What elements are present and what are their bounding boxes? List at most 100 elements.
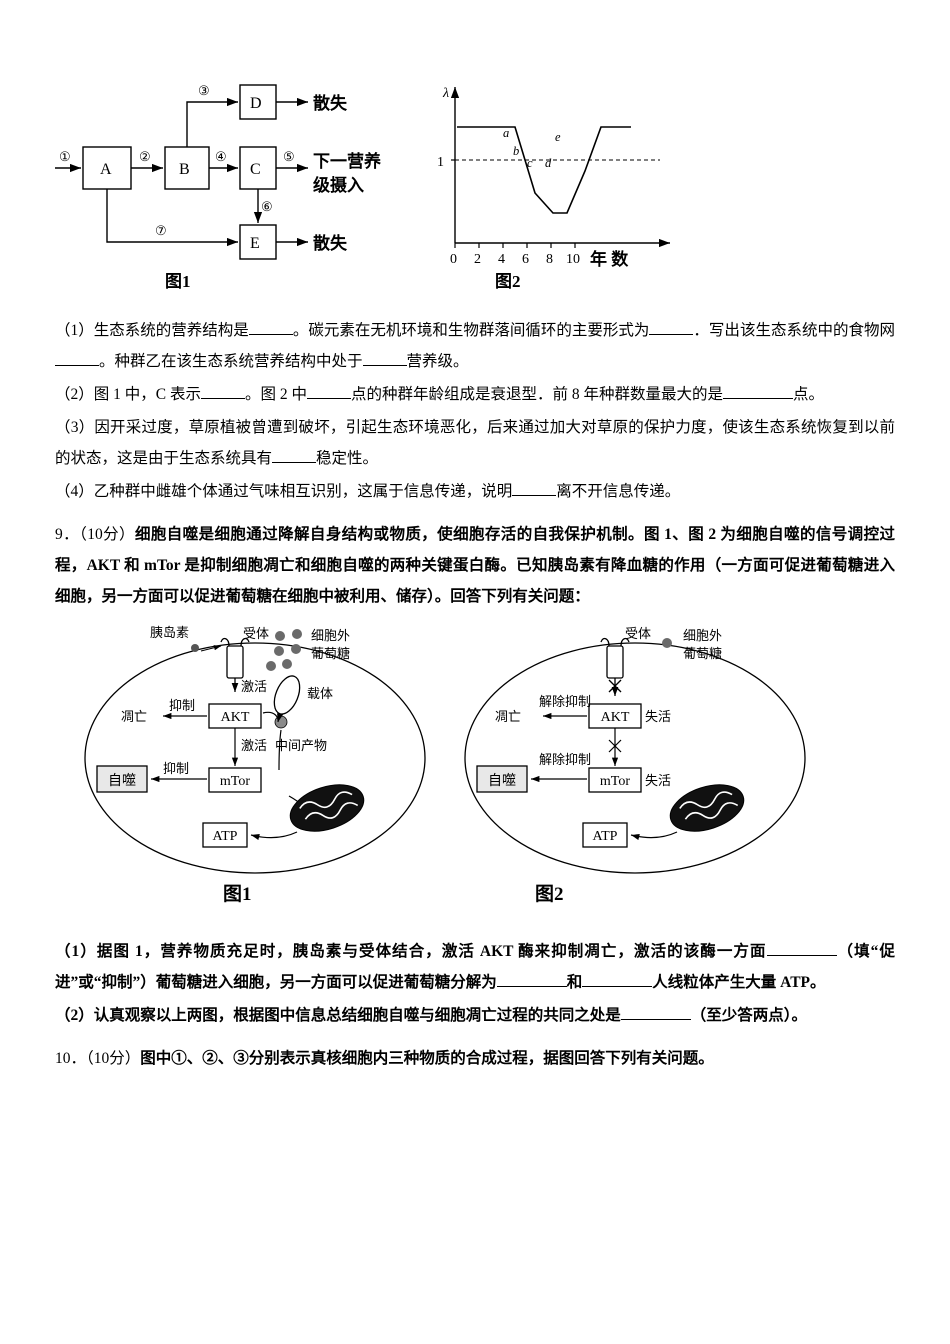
answer-blank[interactable]	[248, 319, 293, 335]
release-inhibit-label-2: 解除抑制	[539, 752, 591, 767]
q8-1-text-c: ．写出该生态系统中的食物网	[693, 322, 895, 339]
akt-label-2: AKT	[601, 710, 630, 725]
graph-x-tick-2: 2	[474, 252, 481, 267]
q8-2-text-d: 点。	[793, 386, 825, 403]
insulin-label: 胰岛素	[150, 625, 189, 640]
question-9-1: （1）据图 1，营养物质充足时，胰岛素与受体结合，激活 AKT 酶来抑制凋亡，激…	[55, 936, 895, 998]
answer-blank[interactable]	[723, 383, 793, 399]
flow-node-b: B	[179, 161, 190, 178]
q9-1-text-a: （1）据图 1，营养物质充足时，胰岛素与受体结合，激活 AKT 酶来抑制凋亡，激…	[55, 943, 767, 960]
answer-blank[interactable]	[766, 940, 837, 956]
cell-figure-1-caption: 图1	[223, 883, 252, 905]
flow-label-4: ④	[215, 149, 227, 164]
answer-blank[interactable]	[200, 383, 245, 399]
inhibit-label-1: 抑制	[169, 698, 195, 713]
intermediate-product-label: 中间产物	[275, 738, 327, 753]
graph-y-label: λ	[442, 86, 449, 101]
apoptosis-label-1: 凋亡	[121, 709, 147, 724]
akt-label-1: AKT	[221, 710, 250, 725]
q8-2-text-c: 点的种群年龄组成是衰退型．前 8 年种群数量最大的是	[350, 386, 723, 403]
graph-x-axis-label: 年 数	[590, 249, 629, 269]
answer-blank[interactable]	[620, 1004, 691, 1020]
extracellular-label-2: 细胞外	[683, 628, 722, 643]
graph-x-tick-10: 10	[566, 252, 580, 267]
answer-blank[interactable]	[649, 319, 694, 335]
inactive-label-2: 失活	[645, 773, 671, 788]
answer-blank[interactable]	[55, 350, 99, 366]
activate-label-1: 激活	[241, 679, 267, 694]
mtor-label-2: mTor	[600, 774, 630, 789]
q8-3-text-b: 稳定性。	[316, 450, 379, 467]
answer-blank[interactable]	[362, 350, 407, 366]
receptor-label-1: 受体	[243, 626, 269, 641]
question-8-1: （1）生态系统的营养结构是 。碳元素在无机环境和生物群落间循环的主要形式为 ．写出该…	[55, 315, 895, 377]
graph-x-tick-4: 4	[498, 252, 505, 267]
question-8-4: （4）乙种群中雌雄个体通过气味相互识别，这属于信息传递，说明 离不开信息传递。	[55, 476, 895, 507]
mtor-label-1: mTor	[220, 774, 250, 789]
answer-blank[interactable]	[306, 383, 351, 399]
autophagy-label-2: 自噬	[488, 773, 516, 789]
flow-node-e: E	[250, 235, 260, 252]
receptor-label-2: 受体	[625, 626, 651, 641]
q10-number: 10．（10分）	[55, 1050, 141, 1067]
q8-1-text-d: 。种群乙在该生态系统营养结构中处于	[99, 353, 363, 370]
page-content: A B C D E ① ② ③ ④ ⑤ ⑥ ⑦ 散失 散失	[55, 0, 895, 1076]
flow-label-3: ③	[198, 83, 210, 98]
q9-stem-text: 细胞自噬是细胞通过降解自身结构或物质，使细胞存活的自我保护机制。图 1、图 2 …	[55, 526, 895, 605]
loss-label-1: 散失	[313, 93, 348, 113]
release-inhibit-label-1: 解除抑制	[539, 694, 591, 709]
autophagy-label-1: 自噬	[108, 773, 136, 789]
glucose-label-2: 葡萄糖	[683, 646, 722, 661]
q8-1-text-b: 。碳元素在无机环境和生物群落间循环的主要形式为	[292, 322, 650, 339]
cell-figure-2-caption: 图2	[535, 883, 564, 905]
graph-y-tick: 1	[437, 155, 444, 170]
atp-label-2: ATP	[593, 829, 618, 844]
q9-1-text-b: （填“促进”或“抑制”）葡萄糖进入细胞，另一方面可以促进葡萄糖分解为	[55, 943, 895, 991]
answer-blank[interactable]	[272, 447, 317, 463]
figure2-caption: 图2	[495, 272, 521, 291]
question-9-stem: 9．（10分）细胞自噬是细胞通过降解自身结构或物质，使细胞存活的自我保护机制。图…	[55, 519, 895, 612]
answer-blank[interactable]	[582, 971, 653, 987]
extracellular-label-1: 细胞外	[311, 628, 350, 643]
flow-label-7: ⑦	[155, 223, 167, 238]
answer-blank[interactable]	[496, 971, 567, 987]
q8-2-text-b: 。图 2 中	[244, 386, 307, 403]
q9-number: 9．（10分）	[55, 526, 135, 543]
answer-blank[interactable]	[512, 480, 557, 496]
graph-point-b: b	[513, 144, 519, 158]
graph-point-c: c	[527, 156, 533, 170]
inactive-label-1: 失活	[645, 709, 671, 724]
q8-4-text-a: （4）乙种群中雌雄个体通过气味相互识别，这属于信息传递，说明	[55, 483, 513, 500]
q8-3-text-a: （3）因开采过度，草原植被曾遭到破坏，引起生态环境恶化，后来通过加大对草原的保护…	[55, 419, 895, 467]
q9-2-text-b: （至少答两点）。	[690, 1007, 808, 1024]
flow-node-d: D	[250, 95, 262, 112]
q8-1-text-a: （1）生态系统的营养结构是	[55, 322, 249, 339]
activate-label-2: 激活	[241, 738, 267, 753]
inhibit-label-2: 抑制	[163, 761, 189, 776]
q9-1-text-d: 人线粒体产生大量 ATP。	[652, 974, 826, 991]
flow-label-2: ②	[139, 149, 151, 164]
question-8-2: （2）图 1 中，C 表示。图 2 中点的种群年龄组成是衰退型．前 8 年种群数…	[55, 379, 895, 410]
cell-figures-svg: 胰岛素 受体 细胞外 葡萄糖 激活 载体 凋亡 抑制 激活 中间产物 抑制 AK…	[84, 625, 806, 905]
graph-x-tick-8: 8	[546, 252, 553, 267]
carrier-label: 载体	[307, 686, 333, 701]
figure-cells-group: 胰岛素 受体 细胞外 葡萄糖 激活 载体 凋亡 抑制 激活 中间产物 抑制 AK…	[55, 618, 895, 918]
q9-1-text-c: 和	[566, 974, 583, 991]
q10-text: 图中①、②、③分别表示真核细胞内三种物质的合成过程，据图回答下列有关问题。	[140, 1050, 714, 1067]
flow-label-1: ①	[59, 149, 71, 164]
next-level-label-1: 下一营养	[313, 151, 382, 171]
loss-label-2: 散失	[313, 233, 348, 253]
graph-point-e: e	[555, 130, 561, 144]
q8-4-text-b: 离不开信息传递。	[556, 483, 681, 500]
glucose-label-1: 葡萄糖	[311, 646, 350, 661]
question-10: 10．（10分）图中①、②、③分别表示真核细胞内三种物质的合成过程，据图回答下列…	[55, 1043, 895, 1074]
flow-label-5: ⑤	[283, 149, 295, 164]
q9-2-text-a: （2）认真观察以上两图，根据图中信息总结细胞自噬与细胞凋亡过程的共同之处是	[55, 1007, 621, 1024]
apoptosis-label-2: 凋亡	[495, 709, 521, 724]
graph-point-a: a	[503, 126, 509, 140]
q8-1-text-e: 营养级。	[406, 353, 469, 370]
atp-label-1: ATP	[213, 829, 238, 844]
graph-x-tick-6: 6	[522, 252, 529, 267]
graph-point-d: d	[545, 156, 552, 170]
